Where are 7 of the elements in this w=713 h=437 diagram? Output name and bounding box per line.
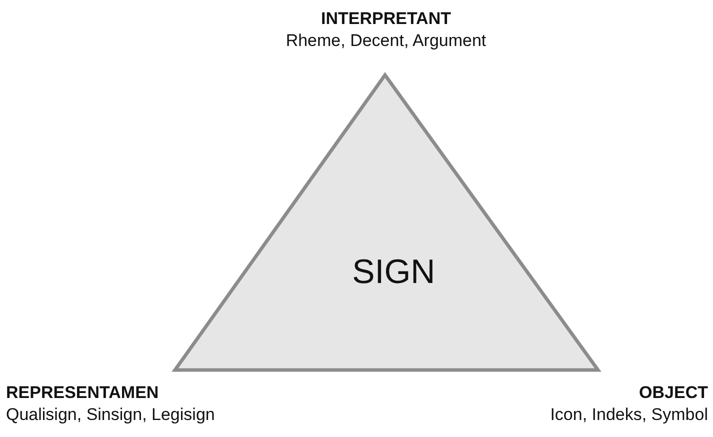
vertex-description: Rheme, Decent, Argument	[286, 30, 486, 52]
vertex-heading: OBJECT	[639, 382, 708, 404]
triangle-label: SIGN	[352, 253, 436, 292]
vertex-heading: INTERPRETANT	[320, 8, 451, 30]
vertex-description: Icon, Indeks, Symbol	[550, 404, 708, 426]
vertex-description: Qualisign, Sinsign, Legisign	[6, 404, 215, 426]
vertex-heading: REPRESENTAMEN	[6, 382, 159, 404]
